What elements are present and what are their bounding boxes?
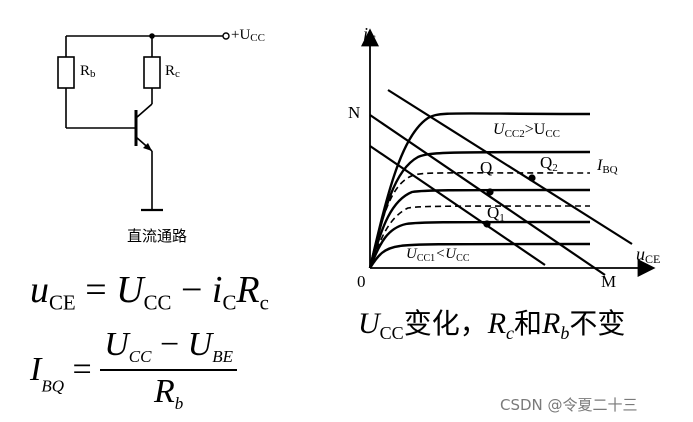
fraction: UCC − UBE Rb bbox=[100, 326, 237, 414]
ucc1-label: UCC1<UCC bbox=[406, 246, 470, 264]
fraction-numerator: UCC − UBE bbox=[100, 326, 237, 371]
x-axis-label: uCE bbox=[636, 244, 661, 266]
n-label: N bbox=[348, 103, 361, 122]
load-line-ucc1 bbox=[369, 145, 546, 266]
output-characteristics-graph bbox=[361, 28, 656, 277]
characteristic-curve bbox=[368, 242, 591, 269]
characteristic-curve bbox=[368, 112, 591, 269]
formula-ibq: IBQ = UCC − UBE Rb bbox=[30, 326, 237, 414]
characteristic-curve bbox=[368, 220, 591, 269]
q1-label: Q1 bbox=[487, 203, 505, 224]
fraction-denominator: Rb bbox=[153, 372, 184, 413]
rb-resistor bbox=[57, 56, 75, 89]
rc-label: Rc bbox=[165, 63, 180, 80]
q2-label: Q2 bbox=[540, 153, 558, 174]
ucc2-label: UCC2>UCC bbox=[493, 121, 561, 140]
junction-dot bbox=[149, 33, 155, 39]
transistor-collector bbox=[135, 103, 153, 119]
emitter-arrow bbox=[143, 143, 152, 151]
csdn-watermark: CSDN @令夏二十三 bbox=[500, 396, 638, 414]
ibq-label: IBQ bbox=[597, 157, 618, 176]
origin-label: 0 bbox=[357, 272, 366, 291]
ibq-curve-dashed bbox=[369, 205, 591, 269]
ucc-note: UCC变化，Rc和Rb不变 bbox=[358, 307, 626, 343]
point-q2 bbox=[528, 174, 536, 182]
supply-label: +UCC bbox=[231, 27, 265, 44]
formula-uce: uCE = UCC − iCRc bbox=[30, 269, 269, 315]
load-line-ucc bbox=[369, 114, 606, 276]
q-label: Q bbox=[480, 158, 493, 177]
point-q bbox=[486, 188, 494, 196]
rb-label: Rb bbox=[80, 63, 96, 80]
dc-path-caption: 直流通路 bbox=[127, 227, 188, 245]
rc-resistor bbox=[143, 56, 161, 89]
characteristic-curve bbox=[368, 188, 591, 269]
y-axis-label: iC bbox=[363, 24, 377, 46]
supply-terminal bbox=[222, 32, 230, 40]
dc-circuit-diagram bbox=[57, 32, 230, 212]
load-line-ucc2 bbox=[387, 89, 633, 245]
m-label: M bbox=[601, 272, 617, 291]
point-q1 bbox=[483, 220, 491, 228]
